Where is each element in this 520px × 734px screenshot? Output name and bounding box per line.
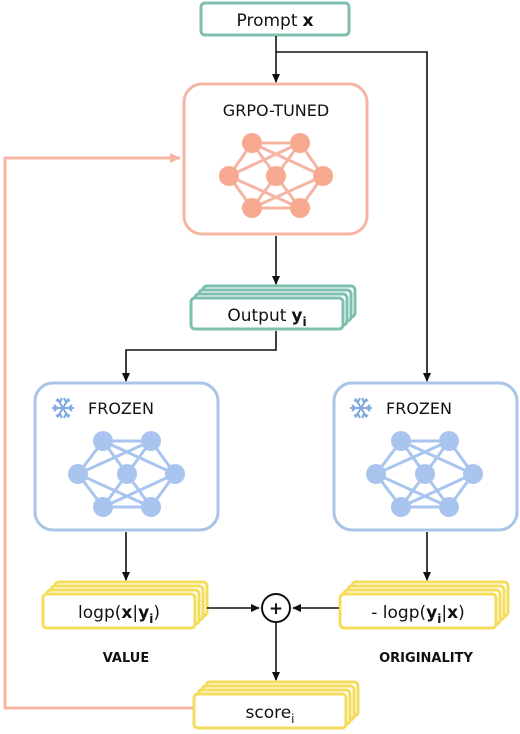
output-sub: i (303, 315, 307, 329)
frozen-left-box: FROZEN (33, 381, 220, 532)
neural-net-icon (366, 431, 483, 517)
svg-text:+: + (269, 599, 283, 619)
score-label: scorei (245, 703, 294, 726)
plus-circle-icon: + (261, 593, 291, 623)
output-var: y (291, 306, 302, 326)
originality-box-stack: - logp(yi|x) (338, 580, 510, 630)
score-box-stack: scorei (192, 680, 360, 730)
prompt-var: x (303, 11, 314, 31)
arrow-prompt-to-frozen-right (276, 51, 431, 382)
originality-formula: - logp(yi|x) (371, 603, 464, 626)
arrow-score-feedback-to-grpo (3, 153, 193, 710)
value-box-stack: logp(x|yi) (41, 580, 209, 630)
arrow-output-to-frozen-left (122, 331, 277, 382)
frozen-right-box: FROZEN (332, 381, 519, 532)
frozen-right-title: FROZEN (386, 399, 452, 418)
originality-label: ORIGINALITY (379, 651, 473, 666)
grpo-tuned-box: GRPO-TUNED (182, 82, 369, 236)
snowflake-icon (350, 397, 372, 419)
frozen-left-title: FROZEN (88, 399, 154, 418)
snowflake-icon (52, 397, 74, 419)
connectors (122, 36, 431, 681)
neural-net-icon (219, 133, 333, 218)
neural-net-icon (68, 431, 185, 517)
grpo-tuned-title: GRPO-TUNED (223, 101, 329, 120)
prompt-label: Prompt (237, 11, 298, 31)
output-label: Output (227, 306, 286, 326)
value-formula: logp(x|yi) (78, 603, 160, 626)
value-label: VALUE (103, 651, 150, 666)
